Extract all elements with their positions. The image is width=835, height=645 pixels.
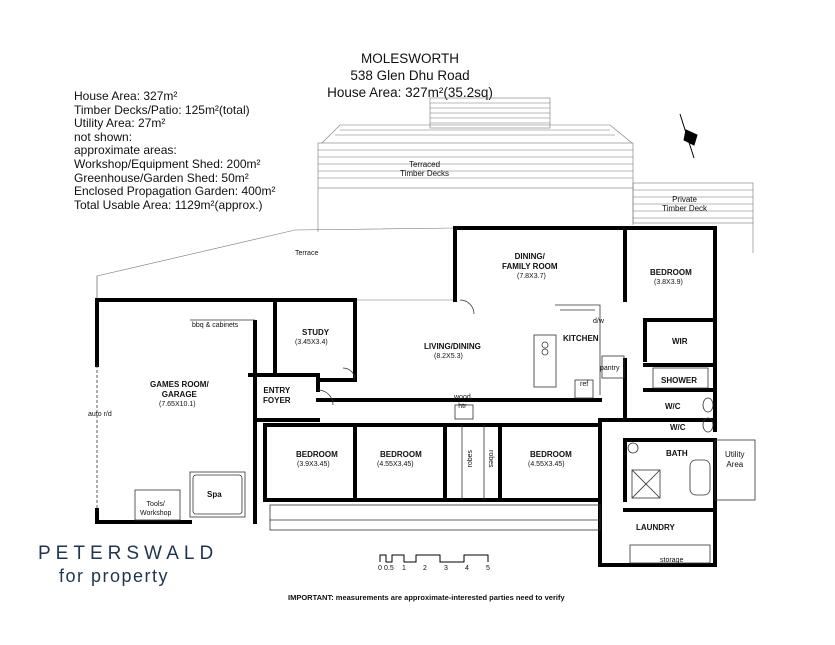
area-line: Total Usable Area: 1129m²(approx.) xyxy=(74,197,263,212)
living-dining-label: LIVING/DINING xyxy=(424,342,481,351)
study-label: STUDY xyxy=(302,328,330,337)
kitchen-label: KITCHEN xyxy=(563,334,599,343)
brand-name: PETERSWALD xyxy=(38,543,219,564)
area-line: Workshop/Equipment Shed: 200m² xyxy=(74,156,261,171)
house-area-heading: House Area: 327m²(35.2sq) xyxy=(327,85,493,100)
bbq-label: bbq & cabinets xyxy=(192,322,239,329)
scale-tick-label: 2 xyxy=(423,565,427,572)
brand-logo: PETERSWALD for property xyxy=(38,543,218,587)
ref-label: ref xyxy=(580,381,589,388)
tools-workshop-label: Tools/ Workshop xyxy=(140,501,172,517)
terraced-decks-outline xyxy=(96,97,754,301)
scale-tick-label: 1 xyxy=(402,565,406,572)
area-line: Greenhouse/Garden Shed: 50m² xyxy=(74,170,249,185)
area-line: Enclosed Propagation Garden: 400m² xyxy=(74,184,276,199)
bedroom-3-size: (4.55X3.45) xyxy=(528,461,565,468)
scale-tick-label: 0 xyxy=(378,565,382,572)
scale-tick-label: 3 xyxy=(444,565,448,572)
dining-room-size: (7.8X3.7) xyxy=(517,273,546,280)
spa-label: Spa xyxy=(207,490,222,499)
pantry-label: pantry xyxy=(600,365,620,372)
disclaimer: IMPORTANT: measurements are approximate-… xyxy=(288,593,565,602)
games-room-label: GAMES ROOM/ GARAGE xyxy=(150,380,209,399)
scale-tick-label: 4 xyxy=(465,565,469,572)
bedroom-ne-size: (3.8X3.9) xyxy=(654,279,683,286)
bath-label: BATH xyxy=(666,449,688,458)
shower-label: SHOWER xyxy=(661,376,697,385)
bedroom-ne-label: BEDROOM xyxy=(650,268,692,277)
area-line: Timber Decks/Patio: 125m²(total) xyxy=(74,102,250,117)
study-size: (3.45X3.4) xyxy=(295,339,328,346)
dishwasher-label: d/w xyxy=(593,318,604,325)
laundry-label: LAUNDRY xyxy=(636,523,675,532)
brand-tagline: for property xyxy=(59,566,170,586)
entry-foyer-label: ENTRY FOYER xyxy=(263,386,291,405)
wir-label: WIR xyxy=(672,337,688,346)
robes-label-2: robes xyxy=(487,450,494,468)
dining-room-label: DINING/ FAMILY ROOM xyxy=(502,252,558,271)
area-line: approximate areas: xyxy=(74,143,177,158)
wc-label-2: W/C xyxy=(670,423,686,432)
private-deck-label: Private Timber Deck xyxy=(662,195,708,213)
utility-area-label: Utility Area xyxy=(725,450,745,469)
area-line: not shown: xyxy=(74,129,133,144)
auto-roller-door-label: auto r/d xyxy=(88,411,112,418)
area-line: House Area: 327m² xyxy=(74,89,178,103)
terrace-label: Terrace xyxy=(295,250,319,257)
scale-tick-label: 5 xyxy=(486,565,490,572)
area-line: Utility Area: 27m² xyxy=(74,116,166,131)
games-room-size: (7.65X10.1) xyxy=(159,401,196,408)
bedroom-1-label: BEDROOM xyxy=(296,450,338,459)
bedroom-2-size: (4.55X3.45) xyxy=(377,461,414,468)
bedroom-2-label: BEDROOM xyxy=(380,450,422,459)
area-summary: House Area: 327m² Timber Decks/Patio: 12… xyxy=(74,89,276,212)
property-name: MOLESWORTH xyxy=(360,51,459,66)
storage-label: storage xyxy=(660,557,684,564)
bedroom-3-label: BEDROOM xyxy=(530,450,572,459)
compass-icon xyxy=(679,113,698,159)
living-dining-size: (8.2X5.3) xyxy=(434,353,463,360)
bedroom-1-size: (3.9X3.45) xyxy=(297,461,330,468)
wc-label-1: W/C xyxy=(665,402,681,411)
terraced-decks-label: Terraced Timber Decks xyxy=(400,160,450,178)
scale-tick-label: 0.5 xyxy=(384,565,394,572)
interior-details xyxy=(96,299,756,564)
address: 538 Glen Dhu Road xyxy=(350,68,470,83)
walls xyxy=(95,226,717,567)
wood-heater-label: wood htr xyxy=(454,394,471,410)
